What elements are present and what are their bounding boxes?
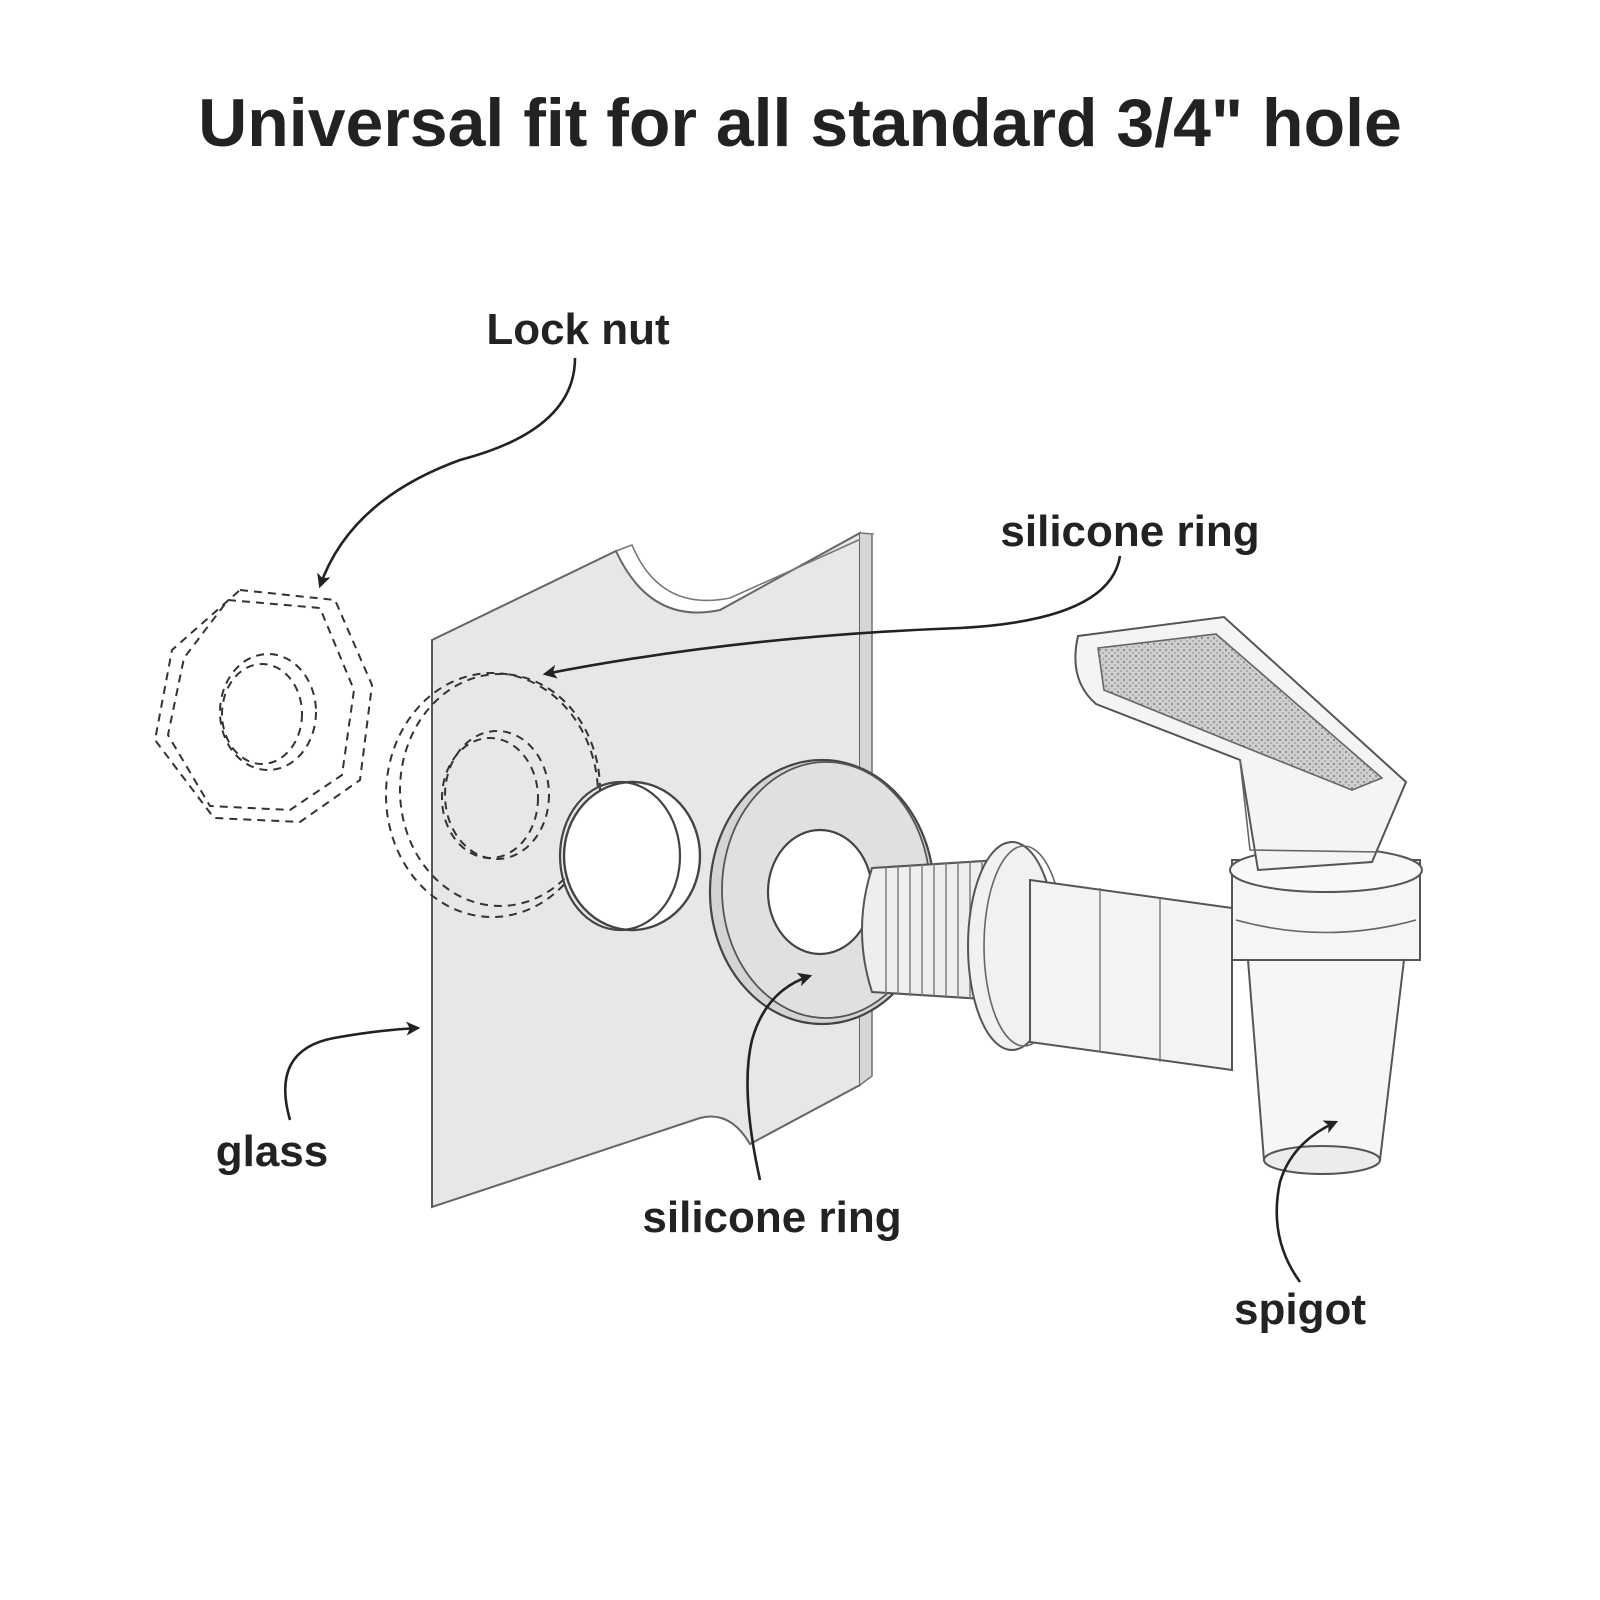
glass-arrow [283,1021,421,1121]
lock-nut-arrow [317,357,577,589]
label-silicone-ring-top: silicone ring [1000,507,1259,556]
diagram-title: Universal fit for all standard 3/4" hole [198,85,1402,161]
silicone-ring-top-arrow [542,555,1122,679]
glass-hole [558,780,702,932]
callout-arrows [283,357,1339,1283]
lock-nut-outline [153,588,374,824]
spigot [861,615,1423,1175]
spigot-arrow [1275,1120,1339,1283]
label-silicone-ring-bottom: silicone ring [642,1193,901,1242]
label-lock-nut: Lock nut [486,305,670,354]
label-spigot: spigot [1234,1285,1366,1334]
label-glass: glass [216,1127,329,1176]
silicone-ring-bottom-arrow [746,972,813,1181]
